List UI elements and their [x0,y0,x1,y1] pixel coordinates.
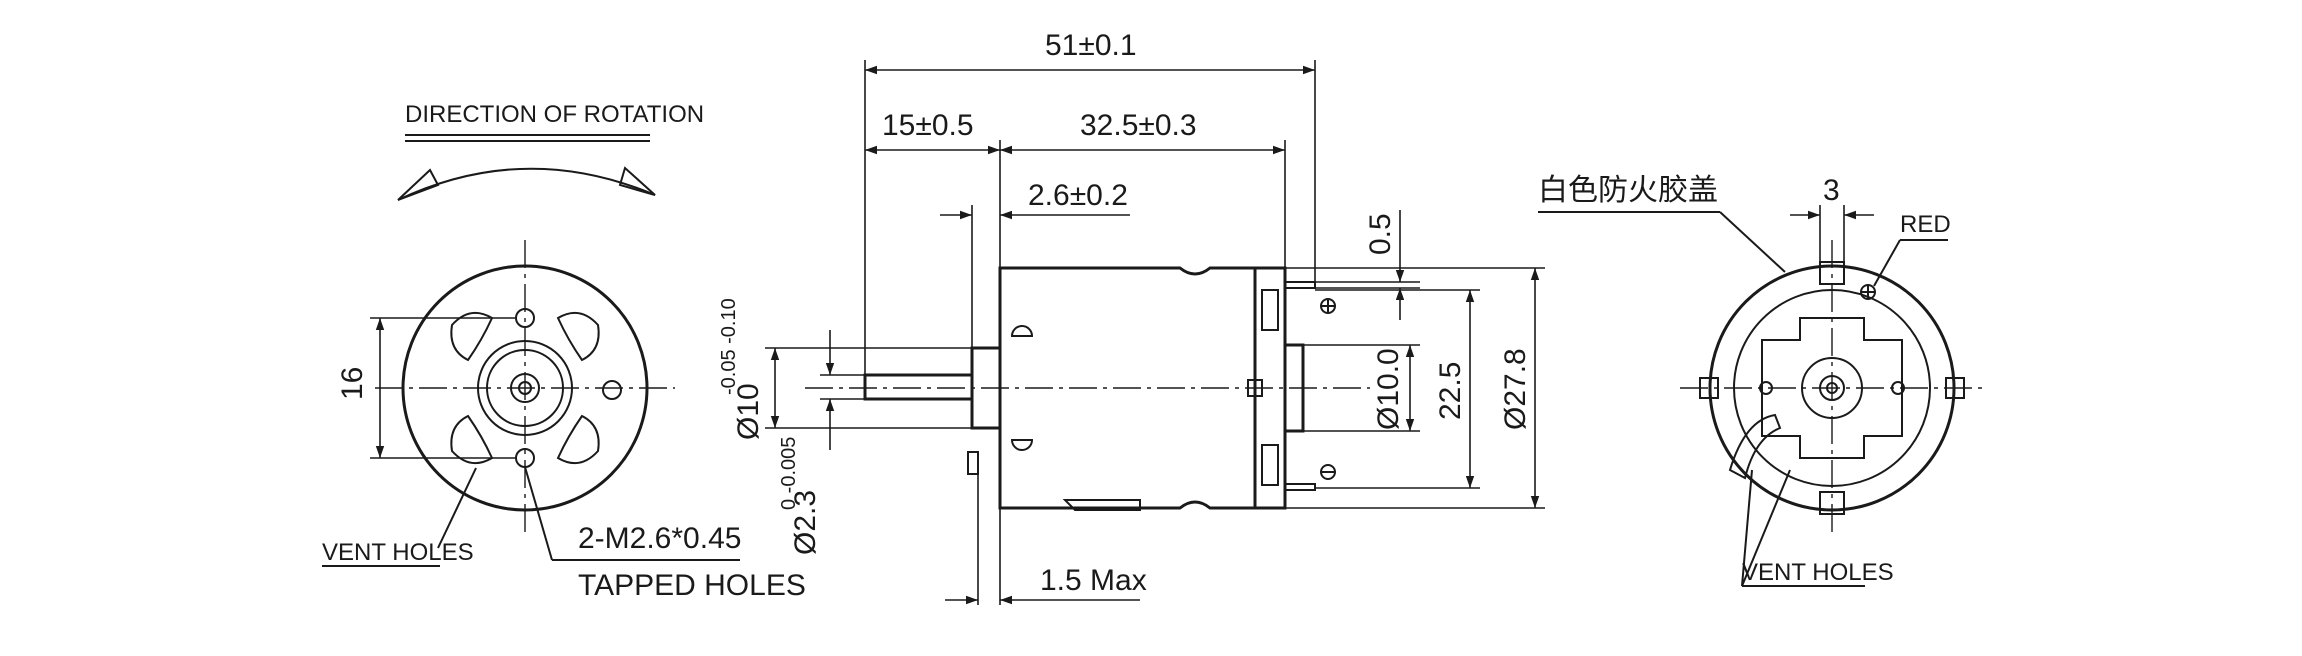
terminal-top [1284,281,1316,289]
cap-tab-bottom [1261,444,1279,486]
red-plus-mark [1860,284,1876,300]
vent-slot-3 [450,414,494,465]
rotation-arc [397,167,656,201]
dim-overall: 51±0.1 [1045,29,1137,62]
plus-mark [1320,298,1336,314]
vent-slot-1 [450,311,494,362]
cap-tab-top [1261,289,1279,331]
rotation-label: DIRECTION OF ROTATION [405,101,704,128]
front-screw [967,451,979,475]
dim-shaft-small-base: Ø2.3 [789,490,822,555]
dim-gap: 1.5 Max [1040,564,1147,597]
vent-leader-left [437,467,477,549]
body-slot-top [1010,325,1034,337]
vent-leader-right-1 [1741,469,1753,587]
dim-body: 32.5±0.3 [1080,109,1197,142]
vent-holes-label-right: VENT HOLES [1742,559,1894,586]
shaft [863,373,974,401]
dim-shaft-dia-tol: -0.05 -0.10 [718,298,740,395]
body-slot-bottom [1010,439,1034,451]
right-rear-view: 3 白色防火胶盖 RED VENT HOLES [1538,173,1985,587]
rotation-arrow-left [397,168,440,201]
tapped-leader [524,466,553,561]
vent-holes-label-left: VENT HOLES [322,539,474,566]
cap-label: 白色防火胶盖 [1538,173,1718,208]
dim-terminal-span: 22.5 [1434,362,1467,420]
terminal-bottom [1284,483,1316,491]
rear-shaft-stub [1247,379,1263,397]
red-label: RED [1900,211,1951,238]
dim-shaft-small-tol: 0 -0.005 [778,437,800,510]
dim-3: 3 [1823,174,1840,207]
dim-body-dia: Ø27.8 [1499,348,1532,430]
dim-boss: 2.6±0.2 [1028,179,1128,212]
tapped-spec: 2-M2.6*0.45 [578,522,741,555]
side-hole [602,380,622,400]
side-view: 51±0.1 15±0.5 32.5±0.3 2.6±0.2 0.5 Ø10.0… [718,29,1545,605]
vent-slot-2 [556,311,600,362]
dim-shaft: 15±0.5 [882,109,974,142]
red-leader [1873,239,1901,287]
vent-leader-right-2 [1741,469,1791,587]
dim-boss-dia: Ø10.0 [1372,348,1405,430]
brush-holder-cross [1761,317,1903,459]
rear-bearing [1283,343,1305,433]
dim-terminal: 0.5 [1364,213,1397,255]
cap-leader [1719,211,1786,273]
rear-vent-slot [1728,413,1782,480]
rotation-arrow-right [618,166,656,196]
dim-16: 16 [336,367,369,400]
tapped-label: TAPPED HOLES [578,569,806,602]
vent-slot-4 [556,414,600,465]
minus-mark [1320,464,1336,480]
dim-shaft-dia-base: Ø10 [732,383,765,440]
body-clip [1062,499,1141,511]
left-front-view: DIRECTION OF ROTATION 16 VENT HOLES [322,101,806,602]
